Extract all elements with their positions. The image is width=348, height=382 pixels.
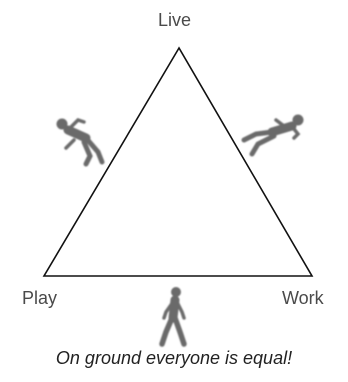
triangle-shape <box>42 46 314 277</box>
vertex-label-left: Play <box>22 288 58 308</box>
falling-person-icon <box>56 117 105 167</box>
vertex-label-right: Work <box>282 288 324 308</box>
caption-text: On ground everyone is equal! <box>55 348 293 368</box>
walking-person-icon <box>159 287 187 347</box>
vertex-label-top: Live <box>158 10 192 30</box>
falling-person-icon <box>241 114 304 157</box>
